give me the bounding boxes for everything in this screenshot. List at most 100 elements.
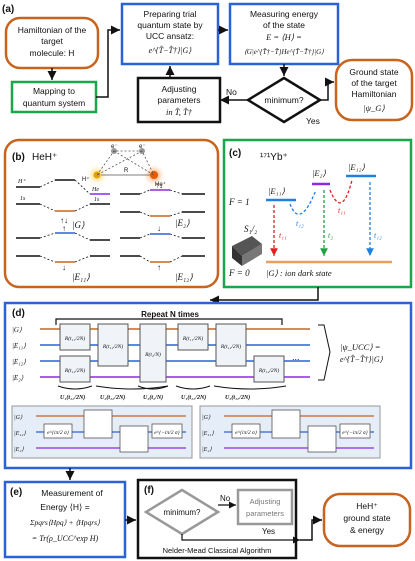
- u-label-2: U₂(t₁₂/2N): [100, 394, 125, 401]
- svg-text:|G⟩: |G⟩: [202, 414, 211, 421]
- he-orbital-sub: 1s: [94, 197, 100, 203]
- state-e11-diagram: ↑ ↓ |E₁₁⟩: [16, 224, 110, 282]
- state-e11-arrow-down: ↓: [62, 263, 66, 272]
- repeat-bracket: [55, 318, 283, 325]
- label-e12: |E₁₂⟩: [348, 162, 365, 172]
- panel-c: (c) ¹⁷¹Yb⁺ F = 1 S₁/₂ F = 0 |E₁₁⟩ |E₂⟩ |…: [222, 138, 413, 289]
- laser-icon: [232, 236, 262, 266]
- svg-text:e^{−iπ/2 σ}: e^{−iπ/2 σ}: [342, 430, 368, 436]
- f-yes-label: Yes: [262, 527, 275, 536]
- preparing-line-1: Preparing trial: [144, 9, 197, 19]
- wire-g: |G⟩: [12, 326, 22, 334]
- svg-text:|E₂⟩: |E₂⟩: [202, 446, 212, 453]
- svg-text:|G⟩: |G⟩: [14, 414, 23, 421]
- panel-d: (d) Repeat N times |G⟩ |E₁₁⟩ |E₁₂⟩ |E₂⟩ …: [3, 301, 413, 470]
- panel-f-label: (f): [144, 485, 154, 496]
- he-label: He⁺: [155, 181, 166, 188]
- wire-e12: |E₁₂⟩: [12, 358, 26, 366]
- repeat-label: Repeat N times: [141, 310, 199, 319]
- ground-line-3: Hamiltonian: [352, 89, 397, 99]
- u-label-1: U₁(t₁₁/2N): [60, 394, 85, 401]
- svg-text:e^{iπ/2 σ}: e^{iπ/2 σ}: [235, 430, 258, 436]
- f-no-label: No: [220, 494, 231, 503]
- t12-label: t₁₂: [374, 231, 382, 240]
- hamiltonian-box: Hamiltonian of the target molecule: H: [4, 16, 100, 70]
- he-orbital-label: He: [91, 187, 99, 193]
- state-g-diagram: ↑↓ H⁺ 1s He 1s |G⟩: [16, 178, 110, 230]
- e-line-1: Measurement of: [41, 488, 103, 498]
- state-e12-arrow-up: ↑: [157, 263, 161, 272]
- gate-7: R(t₁₂/2N): [253, 355, 285, 383]
- svg-text:R(t₂/N): R(t₂/N): [144, 351, 161, 358]
- transition-e11-e2: [289, 189, 317, 215]
- svg-text:R(t₁₂/2N): R(t₁₂/2N): [64, 367, 85, 374]
- gate-5: R(t₁₁/2N): [177, 323, 209, 351]
- label-e11: |E₁₁⟩: [268, 186, 285, 196]
- s12-label: S₁/₂: [244, 224, 257, 234]
- t11b-label: t₁₁: [338, 206, 346, 215]
- panel-b-label: (b): [12, 152, 25, 163]
- state-e2-label: |E₂⟩: [175, 218, 190, 228]
- f-adjusting-line-1: Adjusting: [250, 497, 281, 506]
- e-line-2: Energy ⟨H⟩ =: [40, 502, 89, 512]
- svg-text:e^{−iπ/2 σ}: e^{−iπ/2 σ}: [154, 430, 180, 436]
- svg-text:R(t₁₂/2N): R(t₁₂/2N): [258, 367, 279, 374]
- preparing-line-2: quantum state by: [137, 20, 203, 30]
- ground-line-2: of the target: [351, 78, 397, 88]
- preparing-formula: e^{T̂−T̂†}|G⟩: [149, 45, 193, 55]
- adjusting-line-3: in T̂, T̂†: [166, 107, 193, 117]
- e-line-4: = Tr(ρ_UCC^exp H): [32, 534, 99, 543]
- f-adjusting-line-2: parameters: [246, 509, 284, 518]
- preparing-box: Preparing trial quantum state by UCC ans…: [120, 2, 220, 66]
- svg-text:R(t₁₁/2N): R(t₁₁/2N): [64, 335, 85, 342]
- u-label-4: U₁(t₁₁/2N): [181, 394, 206, 401]
- measuring-line-2: of the state: [263, 20, 305, 30]
- panel-f: (f) minimum? No Adjusting parameters Yes…: [136, 478, 300, 560]
- u-label-3: U₃(t₂/N): [143, 394, 163, 401]
- adjusting-line-2: parameters: [158, 95, 201, 105]
- state-g-arrows: ↑↓: [60, 216, 68, 225]
- h-orbital-label: H⁺: [17, 178, 26, 185]
- t2-label: t₂: [328, 231, 333, 240]
- adjusting-box: Adjusting parameters in T̂, T̂†: [136, 76, 222, 124]
- f-footer: Nelder-Mead Classical Algorithm: [163, 546, 272, 555]
- output-state-1: |ψ_UCC⟩ =: [340, 342, 381, 352]
- mapping-box: Mapping to quantum system: [10, 80, 98, 114]
- label-e2: |E₂⟩: [312, 168, 326, 178]
- wire-e11: |E₁₁⟩: [12, 342, 26, 350]
- label-g: |G⟩ : ion dark state: [266, 268, 332, 278]
- h-label: H⁺: [82, 176, 90, 183]
- svg-text:|E₁₁⟩: |E₁₁⟩: [202, 430, 214, 437]
- state-g-label: |G⟩: [72, 220, 85, 230]
- circuit-dots: ...: [292, 352, 300, 362]
- t11-label: t₁₁: [279, 231, 287, 240]
- hamiltonian-line-3: molecule: H: [30, 48, 75, 58]
- r-label: R: [124, 168, 129, 174]
- panel-d-label: (d): [12, 308, 25, 319]
- t12b-label: t₁₂: [296, 219, 304, 228]
- gate-2: R(t₁₂/2N): [97, 323, 129, 367]
- state-e2-diagram: ↑↓ |E₂⟩: [120, 181, 205, 228]
- panel-e-label: (e): [10, 487, 22, 498]
- result-line-3: & energy: [350, 525, 385, 535]
- e-line-3: Σpqrs⟨Hpq⟩ + ⟨Hpqrs⟩: [29, 518, 100, 527]
- mapping-line-2: quantum system: [23, 98, 85, 108]
- svg-text:R(t₁₂/2N): R(t₁₂/2N): [102, 343, 123, 350]
- gate-3: R(t₁₂/2N): [59, 355, 91, 383]
- wire-e2: |E₂⟩: [12, 374, 24, 382]
- heh-title: HeH⁺: [32, 152, 57, 163]
- result-line-2: ground state: [343, 513, 391, 523]
- svg-text:|E₁₂⟩: |E₁₂⟩: [14, 430, 26, 437]
- panel-e: (e) Measurement of Energy ⟨H⟩ = Σpqrs⟨Hp…: [3, 480, 127, 559]
- ground-line-4: |ψ_G⟩: [363, 103, 385, 113]
- f-adjusting-box: [236, 488, 294, 526]
- ground-state-box: Ground state of the target Hamiltonian |…: [334, 58, 414, 122]
- state-e11-label: |E₁₁⟩: [72, 272, 90, 282]
- measuring-line-3: E = ⟨H⟩ =: [265, 32, 302, 42]
- result-box: HeH⁺ ground state & energy: [322, 492, 412, 548]
- yes-label: Yes: [306, 116, 320, 126]
- svg-text:R(t₁₁/2N): R(t₁₁/2N): [182, 335, 203, 342]
- yb-title: ¹⁷¹Yb⁺: [260, 152, 288, 163]
- svg-text:e^{iπ/2 σ}: e^{iπ/2 σ}: [47, 430, 70, 436]
